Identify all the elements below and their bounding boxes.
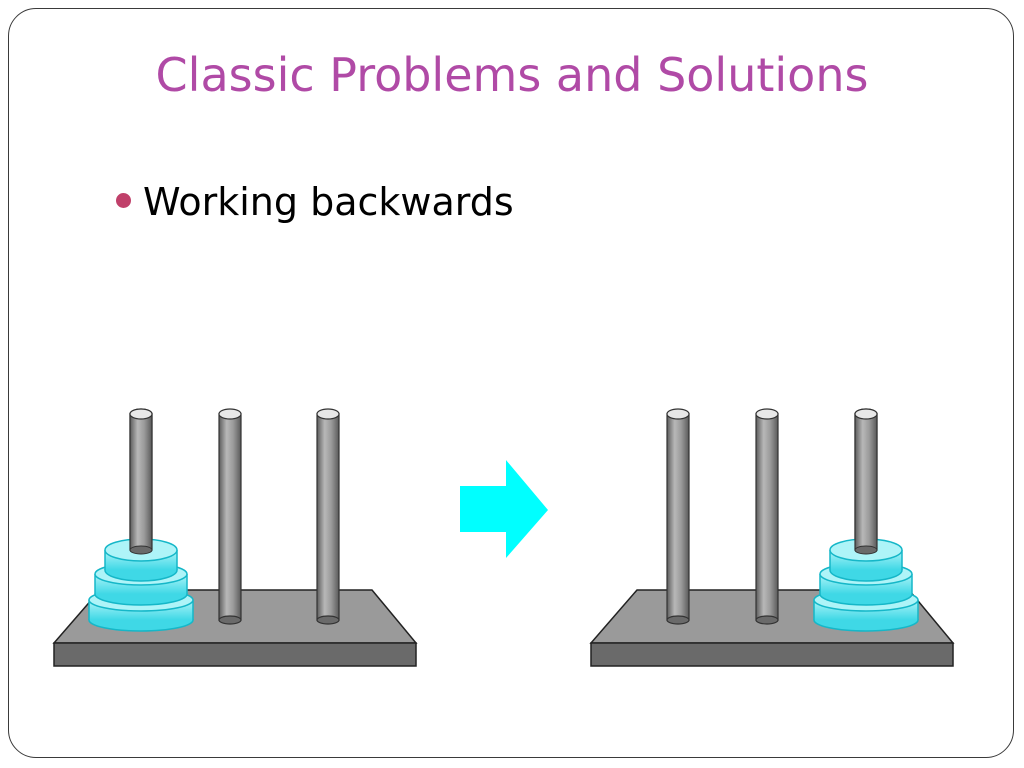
start-state-tower-peg-hole — [129, 545, 153, 555]
start-state-tower-base-front — [53, 642, 417, 667]
start-state-tower — [52, 408, 418, 667]
goal-state-tower-base-front — [590, 642, 954, 667]
goal-state-tower-peg-hole — [854, 545, 878, 555]
goal-state-tower-peg-cap-1 — [666, 408, 690, 420]
goal-state-tower-peg-through-disks — [854, 413, 878, 551]
goal-state-tower-peg-cap-top — [854, 408, 878, 420]
start-state-tower-peg-3 — [316, 413, 340, 621]
start-state-tower-peg-foot-2 — [218, 615, 242, 625]
bullet-dot-icon — [116, 192, 131, 208]
bullet-item: Working backwards — [116, 176, 514, 228]
start-state-tower-peg-cap-3 — [316, 408, 340, 420]
goal-state-tower — [589, 408, 955, 667]
start-state-tower-peg-2 — [218, 413, 242, 621]
goal-state-tower-peg-1 — [666, 413, 690, 621]
start-state-tower-peg-cap-2 — [218, 408, 242, 420]
start-state-tower-peg-foot-3 — [316, 615, 340, 625]
slide-title: Classic Problems and Solutions — [155, 48, 869, 102]
right-arrow-icon — [460, 460, 548, 558]
start-state-tower-disk-2 — [94, 562, 188, 606]
start-state-tower-disk-3 — [104, 538, 178, 582]
start-state-tower-peg-cap-top — [129, 408, 153, 420]
goal-state-tower-peg-foot-2 — [755, 615, 779, 625]
start-state-tower-peg-through-disks — [129, 413, 153, 551]
goal-state-tower-peg-2 — [755, 413, 779, 621]
bullet-text: Working backwards — [143, 180, 514, 224]
goal-state-tower-peg-foot-1 — [666, 615, 690, 625]
goal-state-tower-peg-cap-2 — [755, 408, 779, 420]
